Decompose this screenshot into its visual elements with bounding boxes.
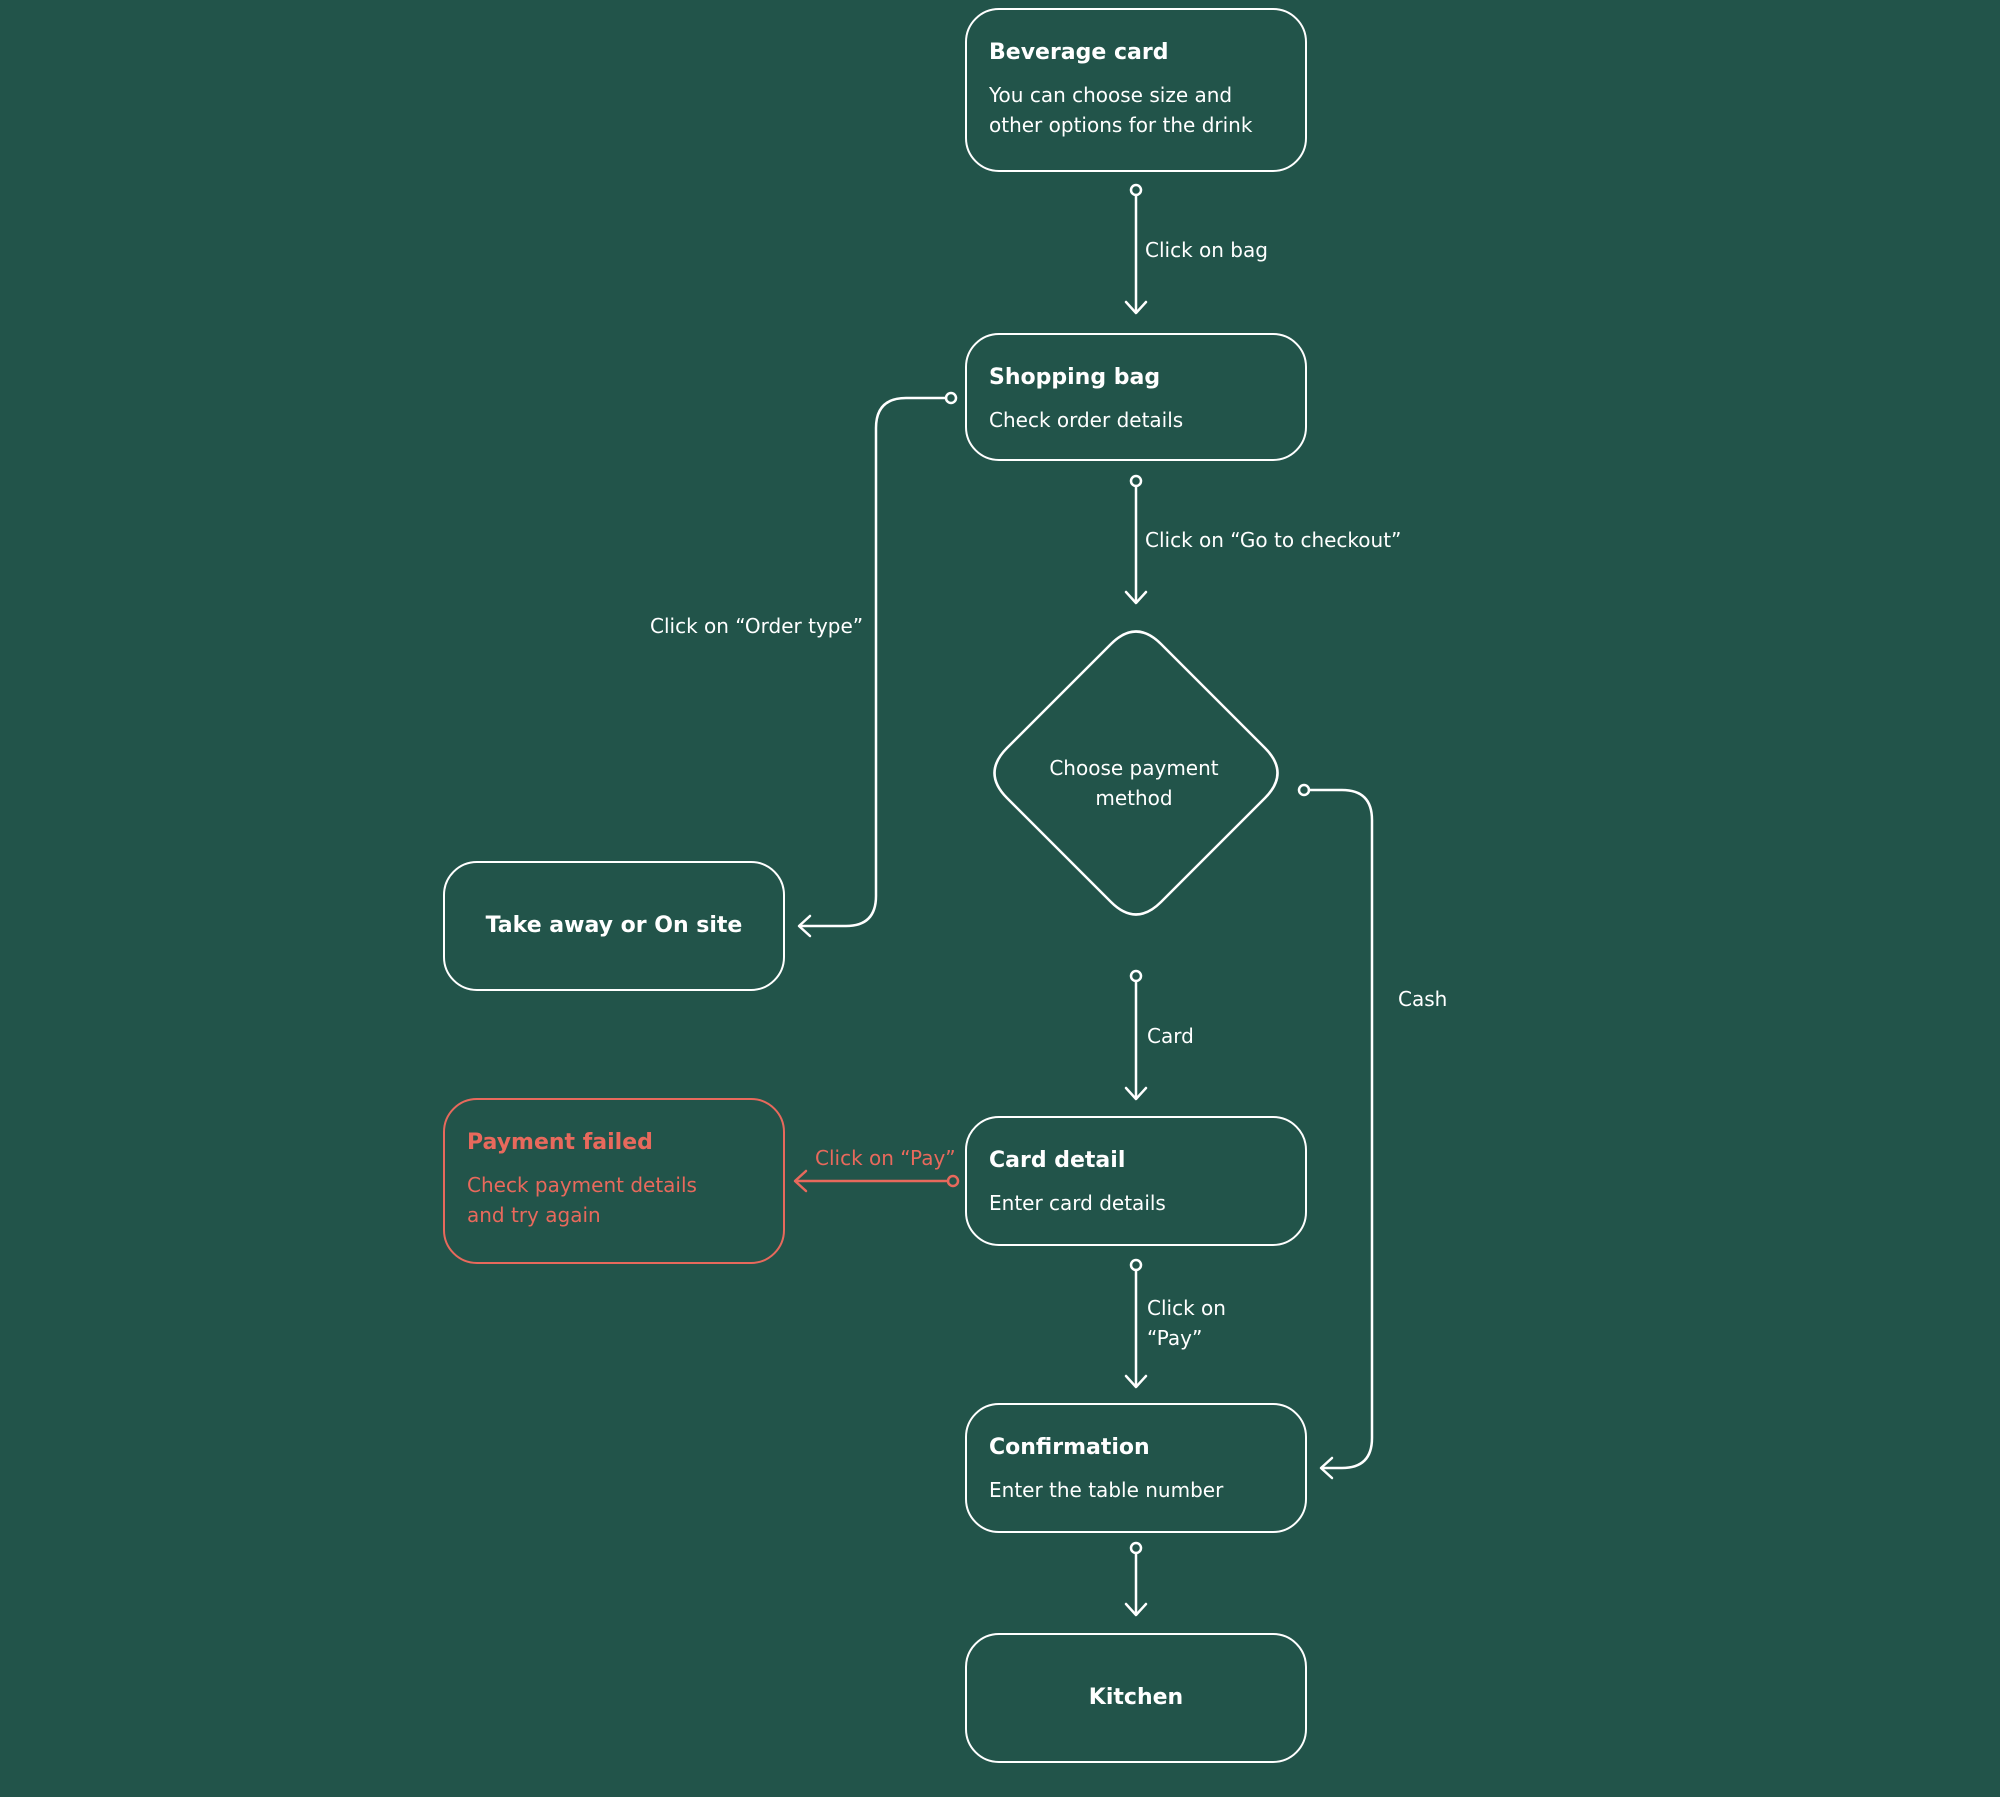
edge-label-go-to-checkout: Click on “Go to checkout” <box>1145 528 1402 552</box>
node-title: Kitchen <box>1088 1685 1184 1710</box>
node-title: Payment failed <box>467 1130 653 1155</box>
edge-label-card: Card <box>1147 1024 1194 1048</box>
node-take-away: Take away or On site <box>443 861 785 991</box>
node-description: Enter the table number <box>989 1478 1224 1502</box>
node-description: You can choose size and other options fo… <box>989 83 1253 137</box>
node-title: Beverage card <box>989 40 1169 65</box>
decision-diamond <box>993 630 1279 916</box>
node-shopping-bag: Shopping bag Check order details <box>965 333 1307 461</box>
node-description: Enter card details <box>989 1191 1166 1215</box>
edge-bag-to-payment <box>1124 474 1148 605</box>
edge-label-click-on-bag: Click on bag <box>1145 238 1268 262</box>
decision-label: Choose payment method <box>1049 756 1219 810</box>
node-card-detail: Card detail Enter card details <box>965 1116 1307 1246</box>
node-beverage-card: Beverage card You can choose size and ot… <box>965 8 1307 172</box>
edge-label-pay-failed: Click on “Pay” <box>815 1146 956 1170</box>
node-payment-failed: Payment failed Check payment details and… <box>443 1098 785 1264</box>
node-description: Check order details <box>989 408 1184 432</box>
edge-beverage-to-bag <box>1124 183 1148 315</box>
node-description: Check payment details and try again <box>467 1173 697 1227</box>
node-title: Card detail <box>989 1148 1126 1173</box>
edge-confirmation-to-kitchen <box>1124 1541 1148 1617</box>
edge-label-pay-line-2: “Pay” <box>1147 1326 1203 1350</box>
edge-card-to-confirmation <box>1124 1258 1148 1389</box>
node-title: Take away or On site <box>485 913 743 938</box>
edge-label-cash: Cash <box>1398 987 1448 1011</box>
edge-label-pay-line-1: Click on <box>1147 1296 1226 1320</box>
edge-payment-to-confirmation-cash <box>1297 783 1374 1480</box>
edge-payment-to-card <box>1124 969 1148 1101</box>
edge-card-to-payment-failed <box>793 1169 960 1193</box>
node-title: Confirmation <box>989 1435 1150 1460</box>
node-title: Shopping bag <box>989 365 1161 390</box>
edge-bag-to-takeaway <box>797 391 958 938</box>
edge-label-order-type: Click on “Order type” <box>650 614 864 638</box>
node-confirmation: Confirmation Enter the table number <box>965 1403 1307 1533</box>
node-kitchen: Kitchen <box>965 1633 1307 1763</box>
